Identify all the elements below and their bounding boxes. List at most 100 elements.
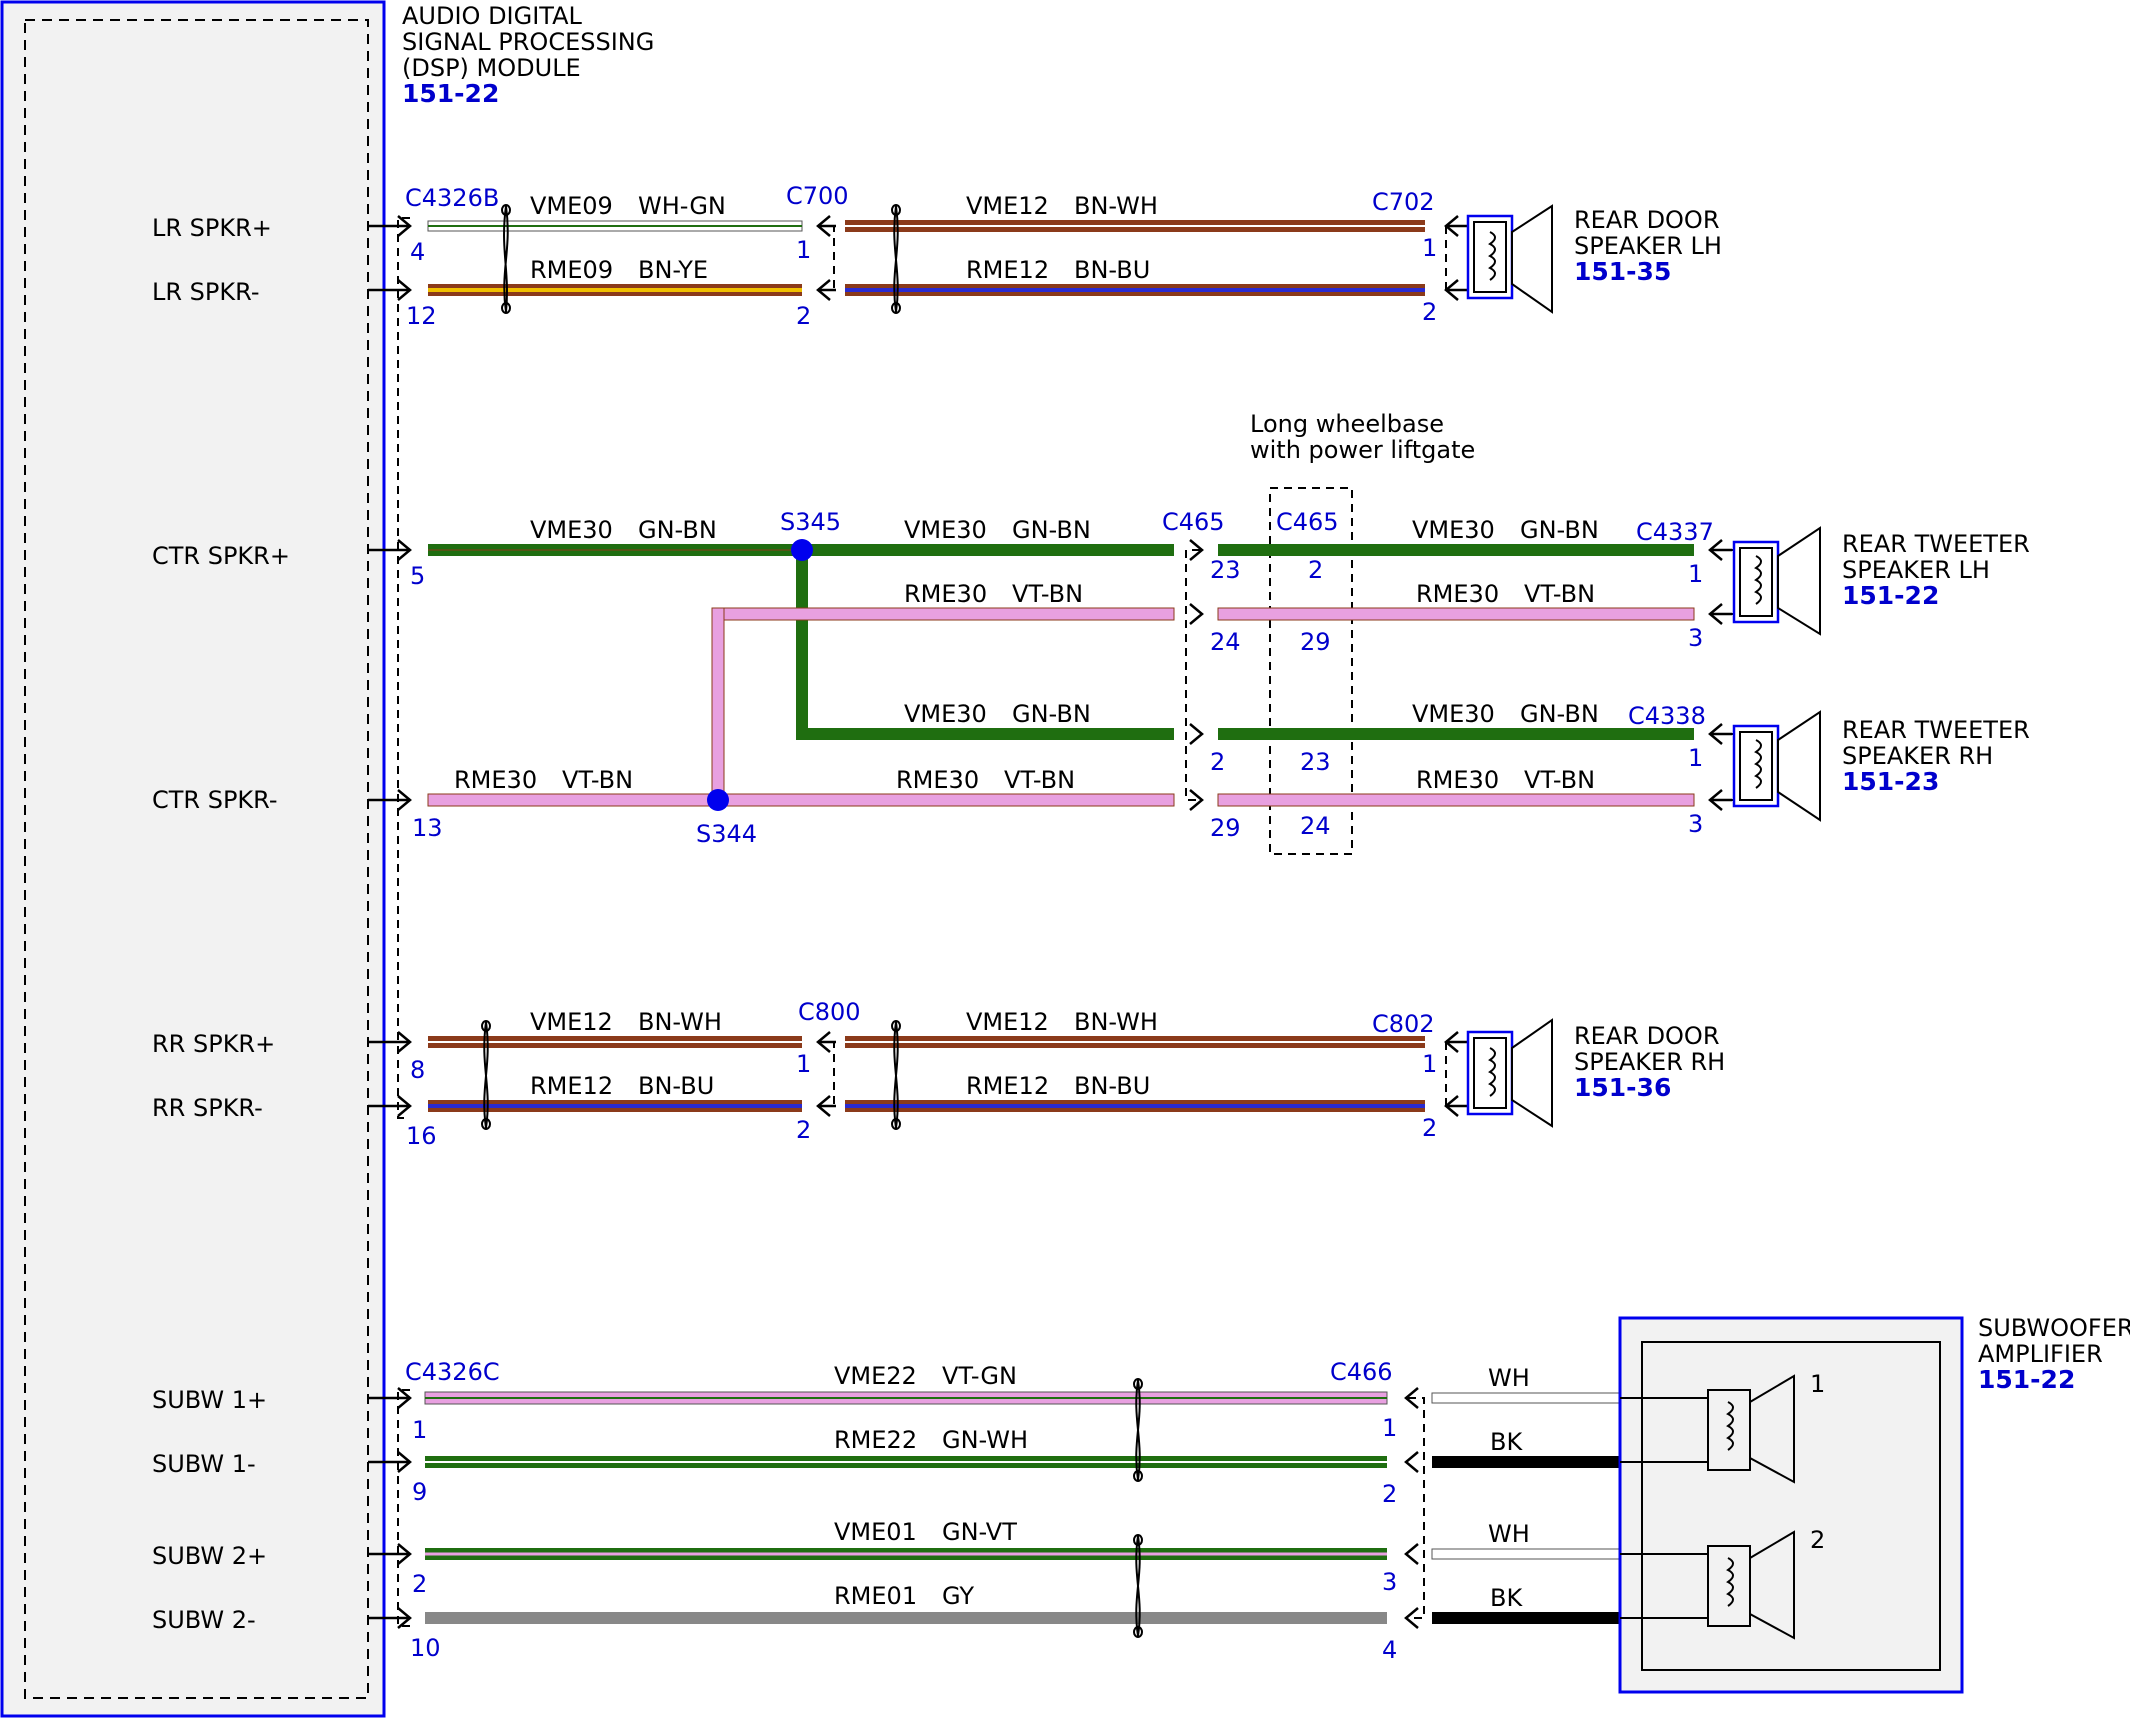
connector-c465-a[interactable]: C465: [1162, 508, 1225, 536]
rear-door-rh-ref[interactable]: 151-36: [1574, 1073, 1671, 1102]
splice-label-s344: S344: [696, 820, 757, 848]
svg-text:WH: WH: [1488, 1364, 1530, 1392]
wire-rme09-bn-ye[interactable]: [428, 284, 802, 296]
connector-arrows: [816, 215, 1732, 1629]
wire-rme30-vt-bn-tweeter-lh[interactable]: [1217, 607, 1695, 621]
svg-text:BN-YE: BN-YE: [638, 256, 708, 284]
wire-vme30-gn-bn-tweeter-lh[interactable]: [1218, 544, 1694, 556]
svg-text:WH-GN: WH-GN: [638, 192, 726, 220]
wire-rme12-bn-bu-rr1[interactable]: [428, 1100, 802, 1112]
svg-text:1: 1: [412, 1416, 427, 1444]
wire-vme12-bn-wh-rr1[interactable]: [428, 1036, 802, 1048]
pin-label-ctr-spkr-pos: CTR SPKR+: [152, 542, 290, 570]
rear-door-lh-ref[interactable]: 151-35: [1574, 257, 1671, 286]
wire-wh-amp-2[interactable]: [1431, 1548, 1621, 1560]
wire-vme01-gn-vt[interactable]: [425, 1548, 1387, 1560]
pin-label-ctr-spkr-neg: CTR SPKR-: [152, 786, 278, 814]
connector-c466[interactable]: C466: [1330, 1358, 1393, 1386]
subwoofer-amp-name-2: AMPLIFIER: [1978, 1340, 2103, 1368]
svg-text:GN-BN: GN-BN: [1012, 516, 1091, 544]
wire-rme22-gn-wh[interactable]: [425, 1456, 1387, 1468]
connector-c4326b[interactable]: C4326B: [405, 184, 499, 212]
wire-wh-amp-1[interactable]: [1431, 1392, 1621, 1404]
dsp-module-inner-border: [24, 19, 369, 1699]
connector-c800[interactable]: C800: [798, 998, 861, 1026]
svg-text:GY: GY: [942, 1582, 974, 1610]
connector-c802[interactable]: C802: [1372, 1010, 1435, 1038]
rear-door-lh-name-1: REAR DOOR: [1574, 206, 1720, 234]
svg-text:BN-BU: BN-BU: [638, 1072, 714, 1100]
svg-text:RME12: RME12: [966, 256, 1049, 284]
svg-text:RME30: RME30: [1416, 766, 1499, 794]
wire-rme12-bn-bu-lh[interactable]: [845, 284, 1425, 296]
svg-text:VME01: VME01: [834, 1518, 917, 1546]
svg-text:12: 12: [406, 302, 437, 330]
svg-text:WH: WH: [1488, 1520, 1530, 1548]
svg-text:VME30: VME30: [1412, 516, 1495, 544]
subwoofer-speaker-1-label: 1: [1810, 1370, 1825, 1398]
dsp-module-title-2: SIGNAL PROCESSING: [402, 28, 654, 56]
svg-text:2: 2: [1422, 1114, 1437, 1142]
connector-c4326c[interactable]: C4326C: [405, 1358, 500, 1386]
wire-rme01-gy[interactable]: [425, 1612, 1387, 1624]
wire-vme22-vt-gn[interactable]: [424, 1391, 1388, 1405]
dsp-module-ref[interactable]: 151-22: [402, 79, 499, 108]
connector-c4337[interactable]: C4337: [1636, 518, 1714, 546]
svg-text:VT-BN: VT-BN: [1012, 580, 1083, 608]
svg-text:VME30: VME30: [904, 516, 987, 544]
wire-vme09-wh-gn[interactable]: [427, 220, 803, 232]
dsp-module-title-1: AUDIO DIGITAL: [402, 2, 583, 30]
svg-text:BK: BK: [1490, 1428, 1523, 1456]
svg-text:2: 2: [1422, 298, 1437, 326]
svg-text:VME30: VME30: [530, 516, 613, 544]
svg-text:3: 3: [1688, 810, 1703, 838]
svg-text:2: 2: [1210, 748, 1225, 776]
svg-text:24: 24: [1210, 628, 1241, 656]
wire-rme30-vt-bn-up[interactable]: [711, 607, 1175, 801]
svg-text:BK: BK: [1490, 1584, 1523, 1612]
splice-s345[interactable]: [791, 539, 813, 561]
svg-text:1: 1: [1688, 744, 1703, 772]
subwoofer-amp-ref[interactable]: 151-22: [1978, 1365, 2075, 1394]
wire-rme12-bn-bu-rr2[interactable]: [845, 1100, 1425, 1112]
rear-tweeter-lh-ref[interactable]: 151-22: [1842, 581, 1939, 610]
svg-text:2: 2: [412, 1570, 427, 1598]
pin-label-subw-1-pos: SUBW 1+: [152, 1386, 267, 1414]
svg-text:4: 4: [1382, 1636, 1397, 1664]
wire-vme30-gn-bn-module-s345[interactable]: [428, 544, 802, 556]
connector-c465-b[interactable]: C465: [1276, 508, 1339, 536]
svg-text:VME12: VME12: [530, 1008, 613, 1036]
connector-c702[interactable]: C702: [1372, 188, 1435, 216]
svg-text:23: 23: [1300, 748, 1331, 776]
splice-s344[interactable]: [707, 789, 729, 811]
wire-rme30-vt-bn-module-s344[interactable]: [427, 793, 719, 807]
svg-text:4: 4: [410, 238, 425, 266]
svg-text:VT-BN: VT-BN: [1004, 766, 1075, 794]
svg-text:VME22: VME22: [834, 1362, 917, 1390]
wire-rme30-vt-bn-tweeter-rh[interactable]: [1217, 793, 1695, 807]
rear-door-rh-name-1: REAR DOOR: [1574, 1022, 1720, 1050]
dsp-module-title-3: (DSP) MODULE: [402, 54, 581, 82]
wire-rme30-vt-bn-s344-c465[interactable]: [717, 793, 1175, 807]
svg-text:9: 9: [412, 1478, 427, 1506]
rear-tweeter-rh-ref[interactable]: 151-23: [1842, 767, 1939, 796]
wire-vme30-gn-bn-down[interactable]: [796, 550, 1174, 740]
svg-text:VME09: VME09: [530, 192, 613, 220]
connector-brackets: [397, 217, 1741, 1627]
wire-vme30-gn-bn-tweeter-rh[interactable]: [1218, 728, 1694, 740]
wire-vme12-bn-wh-rr2[interactable]: [845, 1036, 1425, 1048]
svg-text:29: 29: [1300, 628, 1331, 656]
wire-vme12-bn-wh-lh[interactable]: [845, 220, 1425, 232]
module-pin-stubs: [368, 215, 412, 1629]
rear-tweeter-lh-name-2: SPEAKER LH: [1842, 556, 1990, 584]
wire-bk-amp-1[interactable]: [1432, 1456, 1620, 1468]
pin-label-lr-spkr-pos: LR SPKR+: [152, 214, 272, 242]
wire-bk-amp-2[interactable]: [1432, 1612, 1620, 1624]
connector-c700[interactable]: C700: [786, 182, 849, 210]
note-line-1: Long wheelbase: [1250, 410, 1444, 438]
rear-tweeter-lh-name-1: REAR TWEETER: [1842, 530, 2030, 558]
connector-c4338[interactable]: C4338: [1628, 702, 1706, 730]
dsp-module-box[interactable]: [0, 0, 386, 1718]
svg-text:VT-BN: VT-BN: [1524, 580, 1595, 608]
wire-vme30-gn-bn-s345-c465[interactable]: [802, 544, 1174, 556]
